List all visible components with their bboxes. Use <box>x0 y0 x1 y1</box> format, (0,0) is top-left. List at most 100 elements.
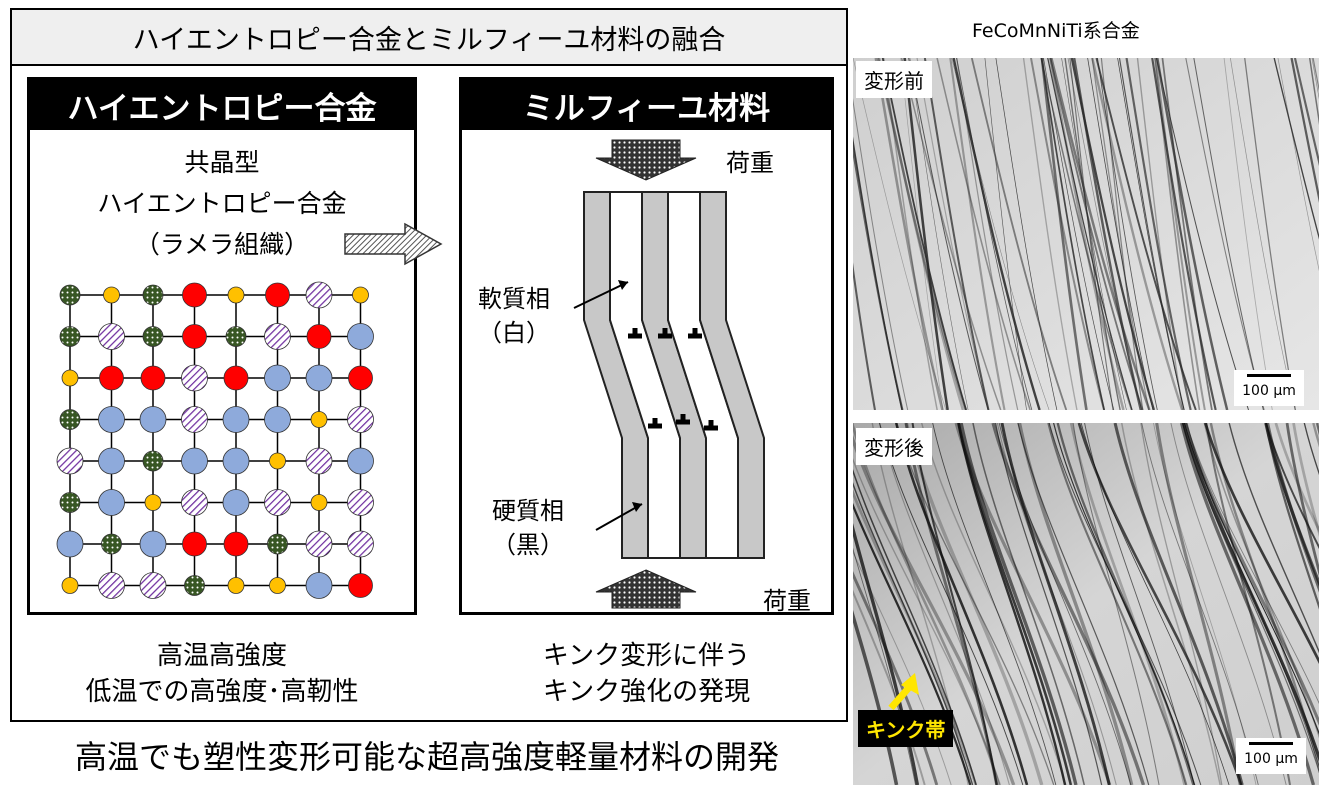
lattice-atom <box>181 406 208 433</box>
lattice-atom <box>98 406 125 433</box>
lattice-atom <box>352 286 369 304</box>
lattice-atom <box>264 323 291 350</box>
lattice-atom <box>59 492 81 513</box>
lattice-atom <box>98 572 125 599</box>
lattice-atom <box>306 324 332 349</box>
lattice-atom <box>305 281 333 309</box>
lattice-atom <box>264 406 291 433</box>
hea-description: 共晶型 ハイエントロピー合金 （ラメラ組織） <box>30 142 414 265</box>
hea-caption-line-2: 低温での高強度･高靭性 <box>85 677 359 707</box>
lattice-atom <box>181 447 208 475</box>
lattice-atom <box>142 450 164 472</box>
hea-line-3: （ラメラ組織） <box>134 230 310 259</box>
alloy-title: FeCoMnNiTi系合金 <box>972 20 1140 42</box>
lattice-atom <box>101 533 122 555</box>
hatched-arrow <box>344 222 443 266</box>
lattice-atom <box>223 365 249 391</box>
lattice-atom <box>310 411 328 428</box>
load-label-top: 荷重 <box>726 149 774 177</box>
lattice-atom <box>59 409 81 430</box>
lattice-atom <box>222 489 250 516</box>
lattice-atom <box>347 406 374 433</box>
millefeuille-caption-line-2: キンク強化の発現 <box>542 677 751 707</box>
lattice-atom <box>142 326 164 347</box>
soft-phase-name: 軟質相 <box>478 285 550 313</box>
footer-statement: 高温でも塑性変形可能な超高強度軽量材料の開発 <box>74 738 779 776</box>
lattice-atom <box>99 365 124 391</box>
lattice-atom <box>223 531 249 557</box>
lattice-atom <box>222 406 250 433</box>
micrograph-after <box>853 423 1319 785</box>
lattice-atom <box>348 573 373 598</box>
scalebar-after: 100 µm <box>1236 738 1306 774</box>
lattice-atom <box>310 494 328 511</box>
soft-phase-color: （白） <box>478 319 550 347</box>
hea-caption-line-1: 高温高強度 <box>156 641 287 671</box>
lattice-atom <box>265 282 290 308</box>
lattice-atom <box>59 326 81 347</box>
lattice-atom <box>305 447 333 475</box>
lattice-atom <box>184 575 205 596</box>
lattice-atom <box>103 286 120 304</box>
lattice-atom <box>181 364 208 392</box>
lattice-atom <box>264 364 291 392</box>
lattice-atom <box>347 530 374 558</box>
lattice-atom <box>269 452 286 470</box>
lattice-diagram <box>56 281 374 599</box>
millefeuille-diagram <box>573 139 765 609</box>
lattice-atom <box>56 530 84 558</box>
millefeuille-caption: キンク変形に伴う キンク強化の発現 <box>459 638 834 710</box>
lattice-atom <box>227 577 245 594</box>
lattice-atom <box>139 530 167 558</box>
lattice-atom <box>347 323 374 350</box>
millefeuille-caption-line-1: キンク変形に伴う <box>542 641 751 671</box>
scalebar-before: 100 µm <box>1234 370 1304 406</box>
lattice-atom <box>142 284 164 306</box>
lattice-atom <box>182 324 207 349</box>
main-frame <box>10 8 848 722</box>
hard-phase-name: 硬質相 <box>492 497 564 525</box>
lattice-atom <box>347 447 374 475</box>
hea-panel-title: ハイエントロピー合金 <box>30 80 414 130</box>
lattice-atom <box>61 369 79 387</box>
lattice-atom <box>267 533 288 555</box>
lattice-atom <box>56 447 84 475</box>
lattice-atom <box>305 364 333 392</box>
lattice-atom <box>347 489 374 516</box>
hard-phase-label: 硬質相 （黒） <box>492 494 564 562</box>
lattice-atom <box>61 577 79 594</box>
lattice-atom <box>98 323 125 350</box>
lattice-atom <box>181 489 208 516</box>
page-title: ハイエントロピー合金とミルフィーユ材料の融合 <box>12 10 846 66</box>
hea-caption: 高温高強度 低温での高強度･高靭性 <box>27 638 417 710</box>
lattice-atom <box>269 577 286 594</box>
scalebar-label-before: 100 µm <box>1242 383 1296 399</box>
lattice-atom <box>98 447 125 475</box>
before-label: 変形前 <box>856 61 932 98</box>
load-label-bottom: 荷重 <box>763 587 811 615</box>
lattice-atom <box>227 286 245 304</box>
hard-phase-color: （黒） <box>492 531 564 559</box>
lattice-atom <box>182 531 207 557</box>
lattice-atom <box>98 489 125 516</box>
scalebar-line <box>1247 374 1291 377</box>
lattice-atom <box>139 572 167 599</box>
load-arrow-bottom <box>595 569 697 609</box>
lattice-atom <box>182 282 207 308</box>
kink-band-label: キンク帯 <box>858 710 954 747</box>
after-label: 変形後 <box>856 428 932 465</box>
millefeuille-panel-title: ミルフィーユ材料 <box>462 80 831 130</box>
soft-phase-label: 軟質相 （白） <box>478 282 550 350</box>
hard-layer-3 <box>699 191 765 559</box>
lattice-atom <box>225 326 247 347</box>
lattice-atom <box>59 284 81 306</box>
lattice-atom <box>139 406 167 433</box>
micrograph-before <box>853 58 1319 410</box>
lattice-atom <box>348 365 373 391</box>
lattice-atom <box>222 447 250 475</box>
lattice-atom <box>140 365 166 391</box>
hea-line-1: 共晶型 <box>184 148 260 177</box>
lattice-atom <box>144 494 162 511</box>
hea-line-2: ハイエントロピー合金 <box>97 189 347 218</box>
lattice-atoms <box>56 281 374 599</box>
